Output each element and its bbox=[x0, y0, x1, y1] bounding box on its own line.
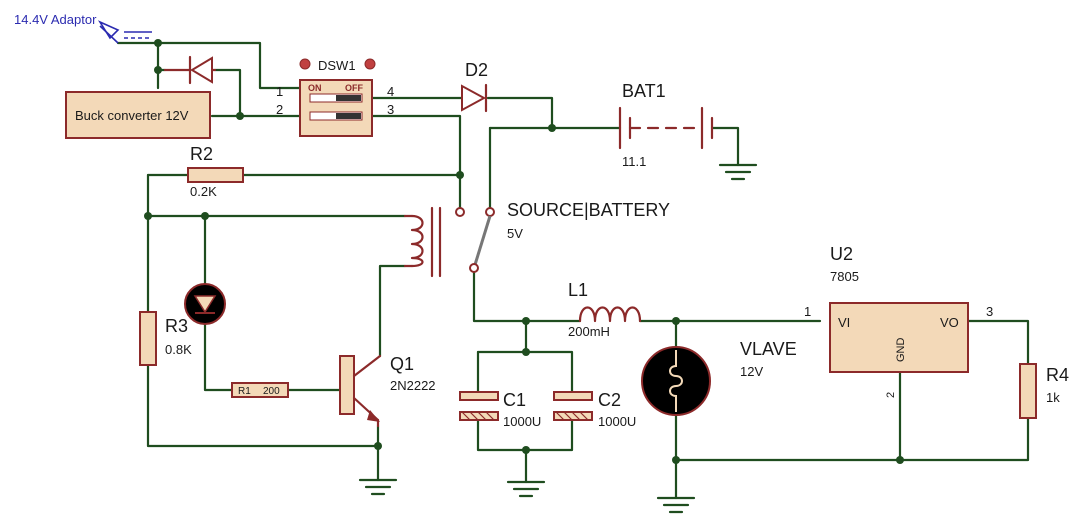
bypass-diode bbox=[163, 55, 217, 85]
u2-ref: U2 bbox=[830, 244, 853, 264]
dsw1-pin2: 2 bbox=[276, 102, 283, 117]
lamp-vlave: VLAVE 12V bbox=[641, 339, 797, 416]
battery-bat1: BAT1 11.1 bbox=[618, 81, 714, 169]
transistor-q1: Q1 2N2222 bbox=[339, 354, 436, 428]
r3-ref: R3 bbox=[165, 316, 188, 336]
relay-value: 5V bbox=[507, 226, 523, 241]
c2-value: 1000U bbox=[598, 414, 636, 429]
r1-value: 200 bbox=[263, 386, 280, 397]
r3-value: 0.8K bbox=[165, 342, 192, 357]
dip-switch-dsw1: DSW1 ON OFF 1 2 4 3 bbox=[276, 58, 394, 137]
bat1-ref: BAT1 bbox=[622, 81, 666, 101]
r4-value: 1k bbox=[1046, 390, 1060, 405]
wires bbox=[116, 41, 1030, 500]
capacitor-c1: C1 1000U bbox=[459, 390, 541, 429]
dsw1-pin4: 4 bbox=[387, 84, 394, 99]
regulator-u2: U2 7805 VI VO GND 1 3 2 bbox=[804, 244, 993, 398]
r2-ref: R2 bbox=[190, 144, 213, 164]
lamp-ref: VLAVE bbox=[740, 339, 797, 359]
resistor-r3: R3 0.8K bbox=[139, 311, 192, 366]
r4-ref: R4 bbox=[1046, 365, 1069, 385]
bat1-value: 11.1 bbox=[622, 154, 646, 169]
r1-ref: R1 bbox=[238, 386, 251, 397]
diode-d2: D2 bbox=[461, 60, 488, 113]
r2-value: 0.2K bbox=[190, 184, 217, 199]
l1-value: 200mH bbox=[568, 324, 610, 339]
l1-ref: L1 bbox=[568, 280, 588, 300]
u2-pin2: 2 bbox=[885, 392, 897, 398]
dsw1-off: OFF bbox=[345, 83, 363, 93]
inductor-l1: L1 200mH bbox=[568, 280, 642, 339]
u2-vo: VO bbox=[940, 315, 959, 330]
ground-q1 bbox=[358, 478, 398, 496]
ground-lamp bbox=[656, 496, 696, 514]
resistor-r4: R4 1k bbox=[1019, 363, 1069, 419]
u2-vi: VI bbox=[838, 315, 850, 330]
c1-ref: C1 bbox=[503, 390, 526, 410]
lamp-value: 12V bbox=[740, 364, 763, 379]
dsw1-ref: DSW1 bbox=[318, 58, 356, 73]
c1-value: 1000U bbox=[503, 414, 541, 429]
c2-ref: C2 bbox=[598, 390, 621, 410]
d2-ref: D2 bbox=[465, 60, 488, 80]
junctions bbox=[144, 39, 904, 464]
buck-label: Buck converter 12V bbox=[75, 108, 189, 123]
relay-ref: SOURCE|BATTERY bbox=[507, 200, 670, 220]
dsw1-pin1: 1 bbox=[276, 84, 283, 99]
q1-value: 2N2222 bbox=[390, 378, 436, 393]
dsw1-pin3: 3 bbox=[387, 102, 394, 117]
ground-caps bbox=[506, 480, 546, 498]
buck-converter: Buck converter 12V bbox=[65, 91, 211, 139]
resistor-r1: R1 200 bbox=[231, 382, 289, 398]
dsw1-on: ON bbox=[308, 83, 322, 93]
capacitor-c2: C2 1000U bbox=[553, 390, 636, 429]
u2-gnd: GND bbox=[895, 338, 907, 363]
adaptor-label: 14.4V Adaptor bbox=[14, 12, 97, 27]
u2-value: 7805 bbox=[830, 269, 859, 284]
adaptor-terminal: 14.4V Adaptor bbox=[14, 12, 152, 44]
u2-pin1: 1 bbox=[804, 304, 811, 319]
ground-battery bbox=[718, 163, 758, 181]
resistor-r2: R2 0.2K bbox=[187, 144, 244, 199]
q1-ref: Q1 bbox=[390, 354, 414, 374]
relay: SOURCE|BATTERY 5V bbox=[403, 200, 670, 278]
u2-pin3: 3 bbox=[986, 304, 993, 319]
led-indicator bbox=[184, 283, 226, 325]
